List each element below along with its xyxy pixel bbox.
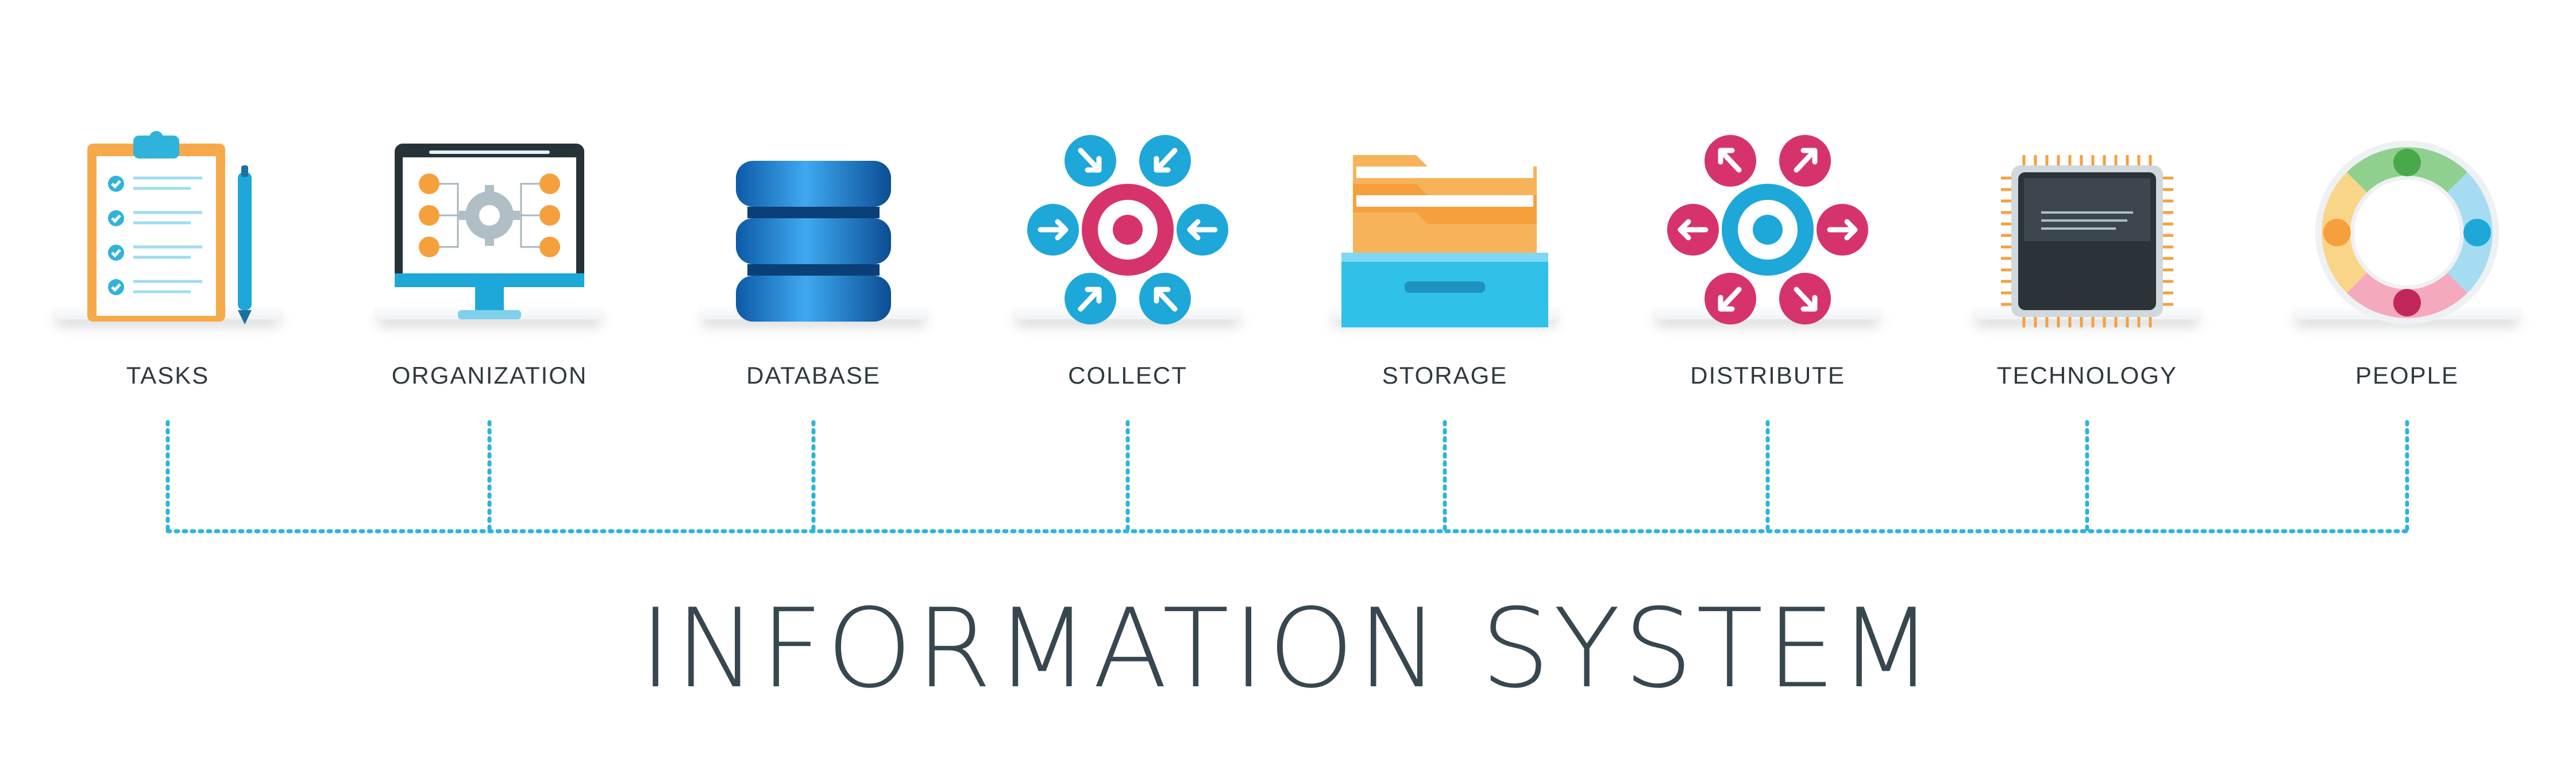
item-tasks: TASKS [47,103,288,402]
item-label: STORAGE [1382,362,1508,389]
page-title: INFORMATION SYSTEM [639,585,1937,712]
item-collect: COLLECT [1007,103,1248,402]
clipboard-checklist-icon [47,103,288,327]
item-label: PEOPLE [2355,362,2459,389]
item-organization: ORGANIZATION [369,103,610,402]
item-label: COLLECT [1068,362,1187,389]
item-label: DATABASE [746,362,881,389]
collect-arrows-inward-icon [1007,103,1248,327]
item-technology: TECHNOLOGY [1966,103,2208,402]
item-database: DATABASE [693,103,934,402]
item-distribute: DISTRIBUTE [1647,103,1888,402]
file-drawer-icon [1324,103,1565,327]
item-people: PEOPLE [2286,103,2528,402]
item-label: TECHNOLOGY [1996,362,2178,389]
item-label: DISTRIBUTE [1690,362,1845,389]
shelf [1013,304,1243,319]
microchip-icon [1966,103,2208,327]
database-stack-icon [693,103,934,327]
item-label: TASKS [126,362,210,389]
monitor-gear-flowchart-icon [369,103,610,327]
people-circle-icon [2286,103,2528,327]
item-storage: STORAGE [1324,103,1565,402]
shelf [1653,304,1883,319]
distribute-arrows-outward-icon [1647,103,1888,327]
item-label: ORGANIZATION [391,362,588,389]
